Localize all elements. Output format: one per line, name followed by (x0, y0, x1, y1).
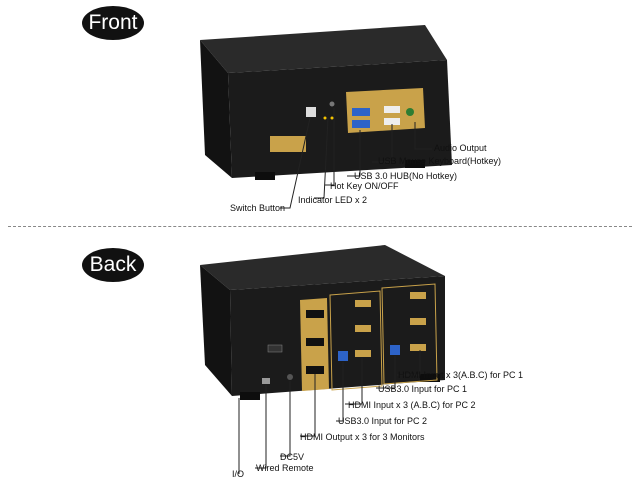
front-leader-lines (280, 108, 432, 209)
callout-wired-remote: Wired Remote (256, 463, 314, 473)
callout-hotkey-switch: Hot Key ON/OFF (330, 181, 399, 191)
section-divider (8, 226, 632, 227)
back-device-image (200, 245, 445, 400)
callout-usb-hub: USB 3.0 HUB(No Hotkey) (354, 171, 458, 181)
callout-hdmi-in-pc2: HDMI Input x 3 (A.B.C) for PC 2 (348, 400, 476, 410)
front-device-image (200, 25, 452, 180)
callout-usb-in-pc2: USB3.0 Input for PC 2 (338, 416, 428, 426)
back-leader-lines (238, 350, 421, 474)
callout-usb-in-pc1: USB3.0 Input for PC 1 (378, 384, 468, 394)
callout-dc5v: DC5V (280, 452, 305, 462)
callout-hdmi-in-pc1: HDMI Input x 3(A.B.C) for PC 1 (398, 370, 524, 380)
callout-hdmi-out: HDMI Output x 3 for 3 Monitors (300, 432, 425, 442)
front-title: Front (82, 6, 144, 40)
callout-usb-hotkey: USB Mouse Keyboard(Hotkey) (378, 156, 502, 166)
callout-io: I/O (232, 469, 245, 479)
back-title: Back (82, 248, 144, 282)
callout-indicator-led: Indicator LED x 2 (298, 195, 368, 205)
callout-switch-button: Switch Button (230, 203, 286, 213)
callout-audio-output: Audio Output (434, 143, 487, 153)
